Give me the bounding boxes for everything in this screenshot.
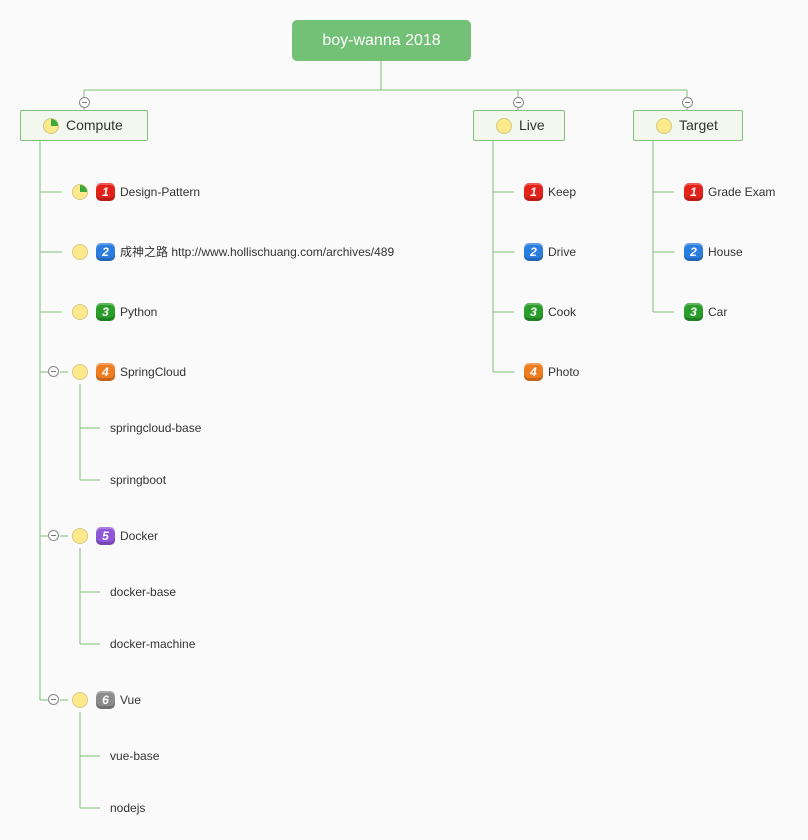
- priority-4-icon: 4: [96, 363, 115, 381]
- priority-4-icon: 4: [524, 363, 543, 381]
- branch-label: Compute: [66, 117, 123, 133]
- collapse-toggle-icon[interactable]: [513, 97, 524, 108]
- branch-target[interactable]: Target: [633, 110, 743, 141]
- priority-1-icon: 1: [684, 183, 703, 201]
- branch-live[interactable]: Live: [473, 110, 565, 141]
- progress-icon: [72, 304, 88, 320]
- topic-live[interactable]: Photo: [548, 365, 580, 379]
- progress-icon: [72, 184, 88, 200]
- branch-compute[interactable]: Compute: [20, 110, 148, 141]
- priority-2-icon: 2: [524, 243, 543, 261]
- collapse-toggle-icon[interactable]: [48, 694, 59, 705]
- topic-live[interactable]: Keep: [548, 185, 577, 199]
- topic-1[interactable]: Design-Pattern: [120, 185, 201, 199]
- topic-live[interactable]: Drive: [548, 245, 577, 259]
- collapse-toggle-icon[interactable]: [48, 530, 59, 541]
- topic-target[interactable]: Grade Exam: [708, 185, 776, 199]
- subtopic[interactable]: springcloud-base: [110, 421, 202, 435]
- priority-3-icon: 3: [96, 303, 115, 321]
- subtopic[interactable]: docker-machine: [110, 637, 196, 651]
- progress-icon: [72, 364, 88, 380]
- priority-6-icon: 6: [96, 691, 115, 709]
- progress-icon: [72, 692, 88, 708]
- subtopic[interactable]: springboot: [110, 473, 167, 487]
- topic-target[interactable]: Car: [708, 305, 728, 319]
- pie-progress-icon: [51, 119, 58, 126]
- collapse-toggle-icon[interactable]: [682, 97, 693, 108]
- branch-label: Live: [519, 117, 545, 133]
- topic-4[interactable]: SpringCloud: [120, 365, 187, 379]
- priority-1-icon: 1: [96, 183, 115, 201]
- priority-5-icon: 5: [96, 527, 115, 545]
- subtopic[interactable]: docker-base: [110, 585, 177, 599]
- subtopic[interactable]: vue-base: [110, 749, 160, 763]
- progress-icon: [72, 244, 88, 260]
- collapse-toggle-icon[interactable]: [48, 366, 59, 377]
- priority-3-icon: 3: [684, 303, 703, 321]
- collapse-toggle-icon[interactable]: [79, 97, 90, 108]
- root-topic[interactable]: boy-wanna 2018: [292, 20, 471, 61]
- topic-target[interactable]: House: [708, 245, 743, 259]
- topic-6[interactable]: Vue: [120, 693, 141, 707]
- progress-icon: [43, 118, 59, 134]
- topic-3[interactable]: Python: [120, 305, 158, 319]
- priority-1-icon: 1: [524, 183, 543, 201]
- progress-icon: [72, 528, 88, 544]
- topic-live[interactable]: Cook: [548, 305, 577, 319]
- branch-label: Target: [679, 117, 718, 133]
- progress-icon: [656, 118, 672, 134]
- topic-2[interactable]: 成神之路 http://www.hollischuang.com/archive…: [120, 245, 395, 259]
- priority-3-icon: 3: [524, 303, 543, 321]
- priority-2-icon: 2: [684, 243, 703, 261]
- topic-5[interactable]: Docker: [120, 529, 159, 543]
- pie-progress-icon: [80, 185, 87, 192]
- progress-icon: [496, 118, 512, 134]
- priority-2-icon: 2: [96, 243, 115, 261]
- subtopic[interactable]: nodejs: [110, 801, 146, 815]
